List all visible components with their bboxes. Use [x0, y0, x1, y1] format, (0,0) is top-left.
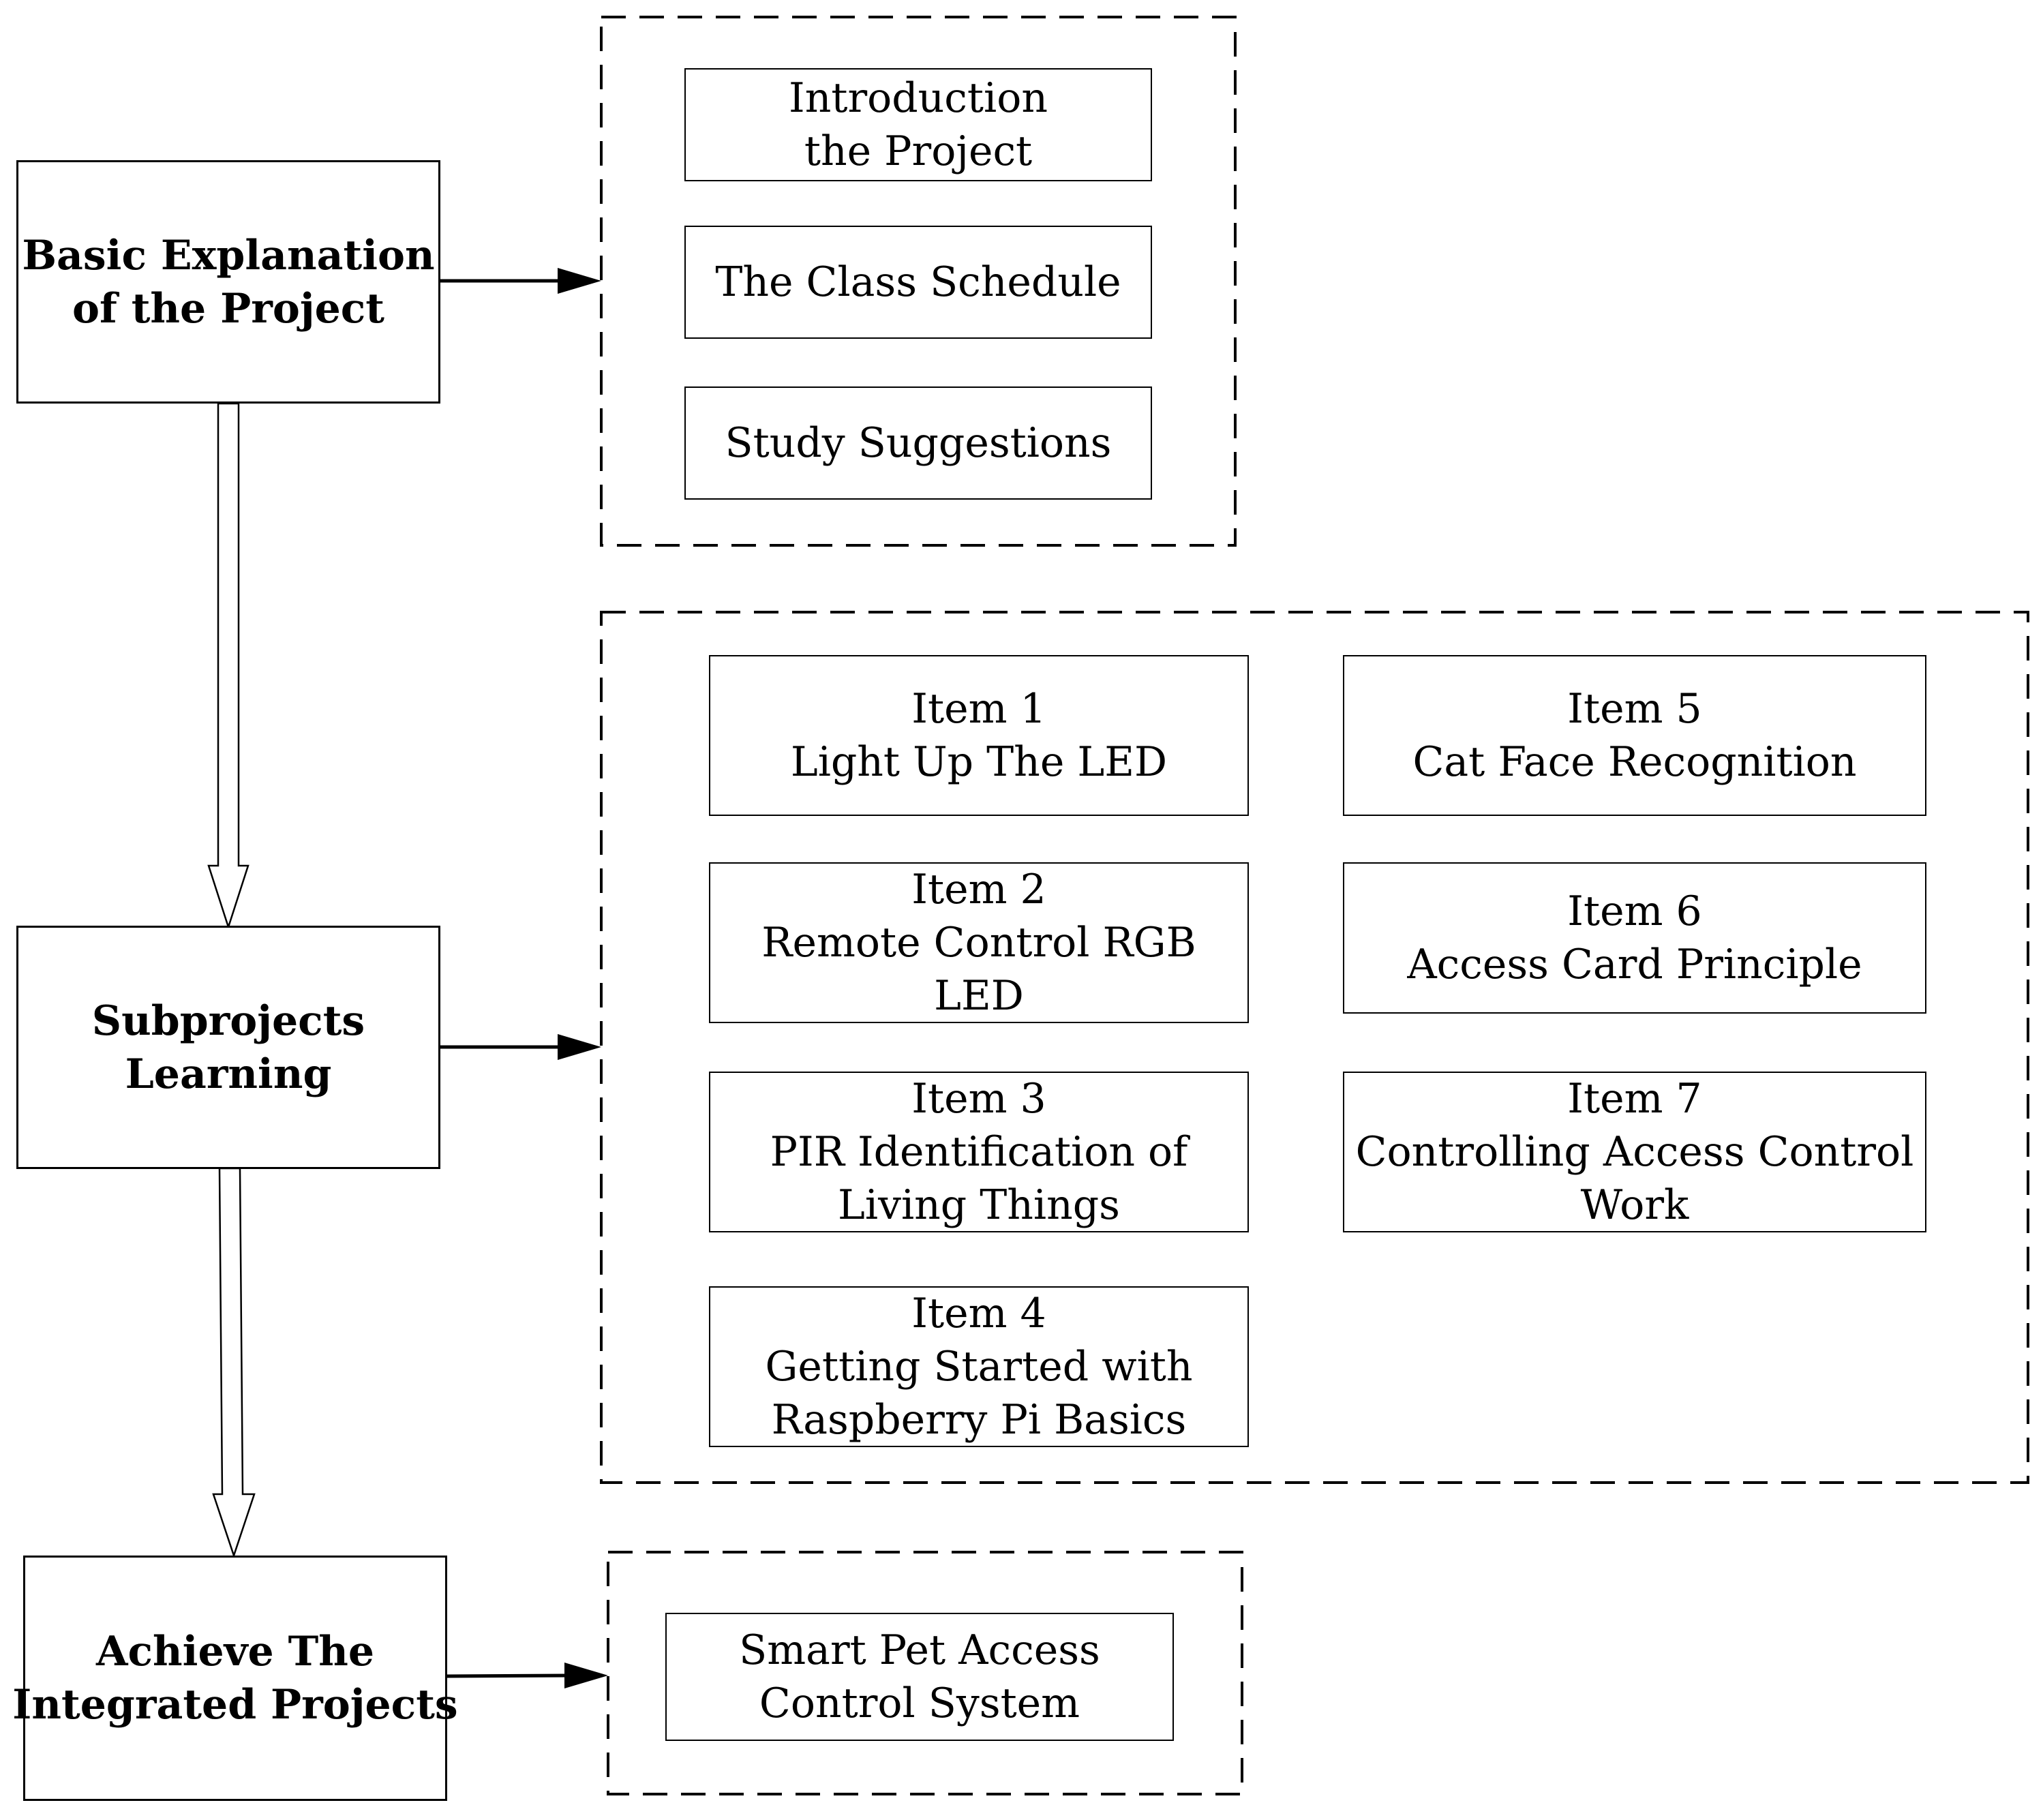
subproject-item-4-line: Getting Started with — [765, 1343, 1193, 1391]
subproject-item-1: Item 1 Light Up The LED — [709, 655, 1249, 816]
stage-basic-explanation-line: of the Project — [72, 284, 384, 333]
subproject-item-3: Item 3 PIR Identification of Living Things — [709, 1072, 1249, 1232]
subproject-item-6: Item 6 Access Card Principle — [1343, 862, 1926, 1014]
subproject-item-7-line: Controlling Access Control — [1355, 1128, 1914, 1176]
integrated-group-frame — [607, 1551, 1243, 1795]
subproject-item-6-line: Access Card Principle — [1407, 941, 1862, 988]
explanation-item-introduction-line: the Project — [804, 127, 1033, 175]
arrow-to-integrated-group — [446, 1663, 608, 1688]
stage-basic-explanation-line: Basic Explanation — [22, 231, 435, 279]
subproject-item-2: Item 2 Remote Control RGB LED — [709, 862, 1249, 1023]
stage-integrated-projects-line: Achieve The — [95, 1628, 375, 1675]
stage-integrated-projects-line: Integrated Projects — [12, 1681, 458, 1729]
subproject-item-3-line: Item 3 — [911, 1075, 1046, 1123]
subproject-item-5-line: Cat Face Recognition — [1412, 738, 1857, 786]
arrow-to-explanation-group — [440, 268, 601, 294]
subproject-item-5-line: Item 5 — [1567, 685, 1702, 733]
subproject-item-7-line: Item 7 — [1567, 1075, 1702, 1123]
explanation-group-frame — [600, 16, 1237, 547]
subproject-item-4-line: Raspberry Pi Basics — [771, 1396, 1187, 1444]
explanation-item-study-suggestions-line: Study Suggestions — [725, 419, 1112, 467]
subproject-item-7-line: Work — [1580, 1181, 1689, 1229]
subproject-item-5: Item 5 Cat Face Recognition — [1343, 655, 1926, 816]
integrated-project-smart-pet-access-line: Smart Pet Access — [739, 1626, 1100, 1674]
subproject-item-2-line: Item 2 — [911, 866, 1046, 913]
explanation-item-class-schedule-line: The Class Schedule — [715, 258, 1121, 306]
explanation-item-class-schedule: The Class Schedule — [684, 226, 1152, 339]
stage-subprojects-learning-line: Subprojects — [91, 997, 365, 1045]
subproject-item-2-line: Remote Control RGB — [761, 919, 1196, 967]
hollow-arrow-stage2-to-stage3 — [212, 1167, 256, 1558]
arrow-to-subprojects-group — [440, 1034, 601, 1060]
stage-subprojects-learning-line: Learning — [125, 1050, 332, 1098]
explanation-item-introduction-line: Introduction — [789, 74, 1048, 122]
subproject-item-1-line: Item 1 — [911, 685, 1046, 733]
stage-basic-explanation: Basic Explanation of the Project — [16, 160, 440, 404]
hollow-arrow-stage1-to-stage2 — [207, 402, 249, 930]
integrated-project-smart-pet-access-line: Control System — [759, 1680, 1080, 1727]
explanation-item-introduction: Introduction the Project — [684, 68, 1152, 181]
subproject-item-4-line: Item 4 — [911, 1290, 1046, 1337]
subproject-item-3-line: PIR Identification of — [770, 1128, 1188, 1176]
explanation-item-study-suggestions: Study Suggestions — [684, 386, 1152, 500]
subproject-item-3-line: Living Things — [838, 1181, 1120, 1229]
subproject-item-6-line: Item 6 — [1567, 888, 1702, 935]
subproject-item-2-line: LED — [934, 972, 1024, 1020]
subproject-item-1-line: Light Up The LED — [790, 738, 1168, 786]
